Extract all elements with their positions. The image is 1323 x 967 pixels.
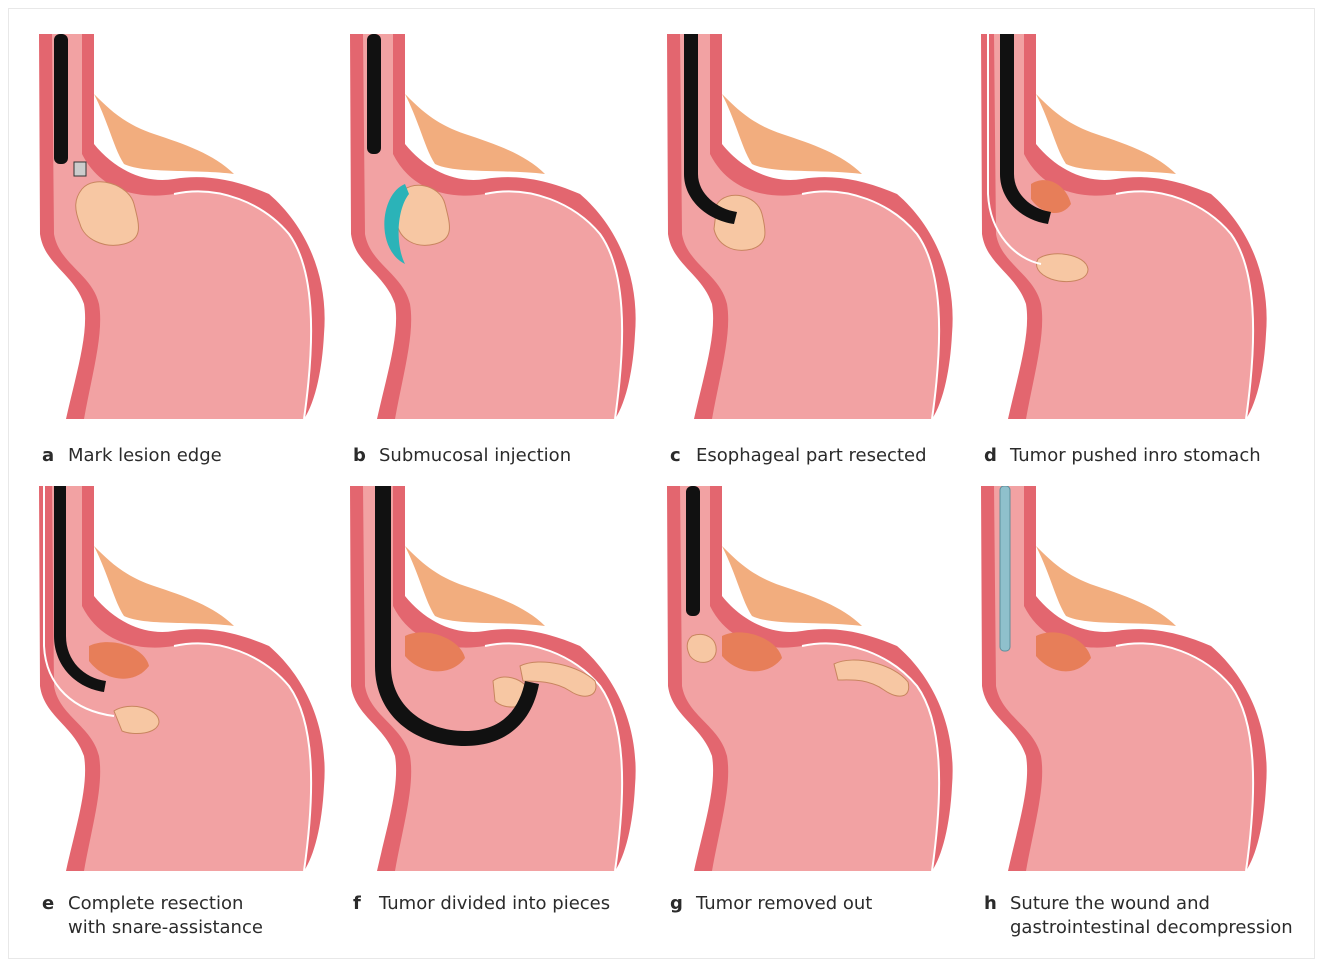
caption-text-line2: with snare-assistance (42, 917, 263, 938)
stomach-illustration (345, 486, 645, 876)
caption-letter: a (42, 444, 68, 468)
caption-letter: f (353, 892, 379, 916)
caption-text: Tumor pushed inro stomach (1010, 445, 1261, 466)
stomach-illustration (976, 486, 1276, 876)
stomach-illustration (345, 34, 645, 424)
caption-letter: b (353, 444, 379, 468)
caption-letter: d (984, 444, 1010, 468)
endoscope-cap (74, 162, 86, 176)
decompression-tube (1000, 486, 1010, 651)
fat-layer (94, 94, 234, 174)
fat-layer (94, 546, 234, 626)
caption-letter: e (42, 892, 68, 916)
caption-letter: c (670, 444, 696, 468)
stomach-illustration (976, 34, 1276, 424)
caption-text: Esophageal part resected (696, 445, 927, 466)
caption-letter: g (670, 892, 696, 916)
caption-text: Submucosal injection (379, 445, 571, 466)
stomach-illustration (662, 486, 962, 876)
fat-layer (722, 546, 862, 626)
endoscope (367, 34, 381, 154)
caption-text-line2: gastrointestinal decompression (984, 917, 1293, 938)
fat-layer (405, 94, 545, 174)
stomach-illustration (34, 34, 334, 424)
fat-layer (405, 546, 545, 626)
caption-text: Tumor divided into pieces (379, 893, 610, 914)
caption-letter: h (984, 892, 1010, 916)
fat-layer (1036, 546, 1176, 626)
stomach-illustration (34, 486, 334, 876)
tumor-in-snare (687, 634, 716, 662)
fat-layer (1036, 94, 1176, 174)
caption-text: Mark lesion edge (68, 445, 222, 466)
caption-text: Suture the wound and (1010, 893, 1210, 914)
caption-text: Complete resection (68, 893, 243, 914)
caption-text: Tumor removed out (696, 893, 872, 914)
fat-layer (722, 94, 862, 174)
endoscope (686, 486, 700, 616)
endoscope (54, 34, 68, 164)
stomach-illustration (662, 34, 962, 424)
